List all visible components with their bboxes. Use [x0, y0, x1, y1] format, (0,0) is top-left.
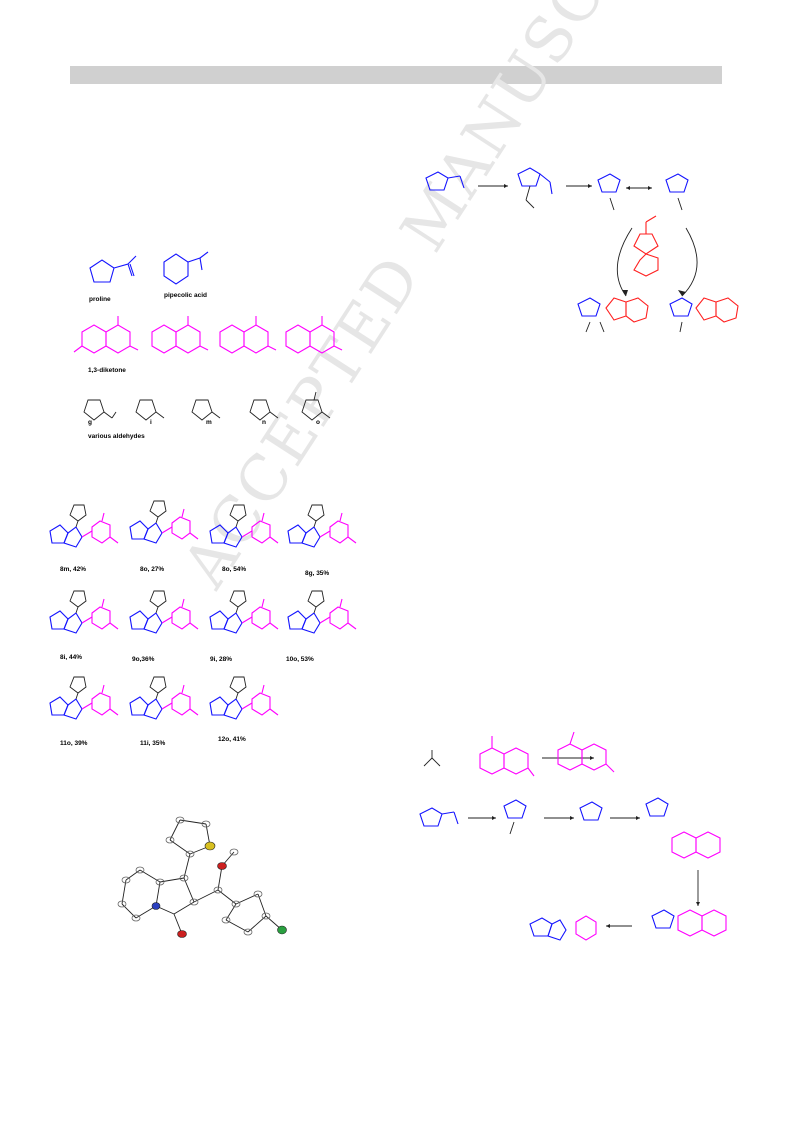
product-label-8o-b: 8o, 54%	[222, 566, 247, 573]
diketone-label: 1,3-diketone	[88, 367, 126, 374]
product-label-9i: 9i, 28%	[210, 656, 233, 663]
crystal-structure	[117, 816, 287, 938]
pipecolic-acid-structure	[163, 251, 209, 285]
product-label-8o: 8o, 27%	[140, 566, 165, 573]
header-bar	[70, 66, 722, 84]
product-label-8m: 8m, 42%	[60, 566, 87, 573]
proline-label: proline	[89, 296, 111, 303]
aldehyde-letter-g: g	[88, 419, 92, 426]
aldehyde-letter-m: m	[206, 419, 212, 426]
spiro-products	[577, 297, 739, 333]
diketone-row	[73, 316, 343, 354]
pipecolic-acid-label: pipecolic acid	[164, 292, 207, 299]
product-label-10o: 10o, 53%	[286, 656, 314, 663]
mechanism-bottom	[419, 731, 727, 941]
product-label-11i: 11i, 35%	[140, 740, 166, 747]
aldehyde-letter-i: i	[150, 419, 152, 426]
aldehydes-label: various aldehydes	[88, 433, 145, 440]
product-structures	[49, 500, 357, 720]
aldehyde-letter-n: n	[262, 419, 266, 426]
product-label-8i: 8i, 44%	[60, 654, 83, 661]
product-label-12o: 12o, 41%	[218, 736, 246, 743]
product-label-8g: 8g, 35%	[305, 570, 330, 577]
aldehyde-row	[83, 391, 331, 421]
product-label-11o: 11o, 39%	[60, 740, 88, 747]
mechanism-top	[425, 167, 698, 297]
product-label-9o: 9o,36%	[132, 656, 155, 663]
proline-structure	[89, 255, 137, 283]
aldehyde-letter-o: o	[316, 419, 320, 426]
